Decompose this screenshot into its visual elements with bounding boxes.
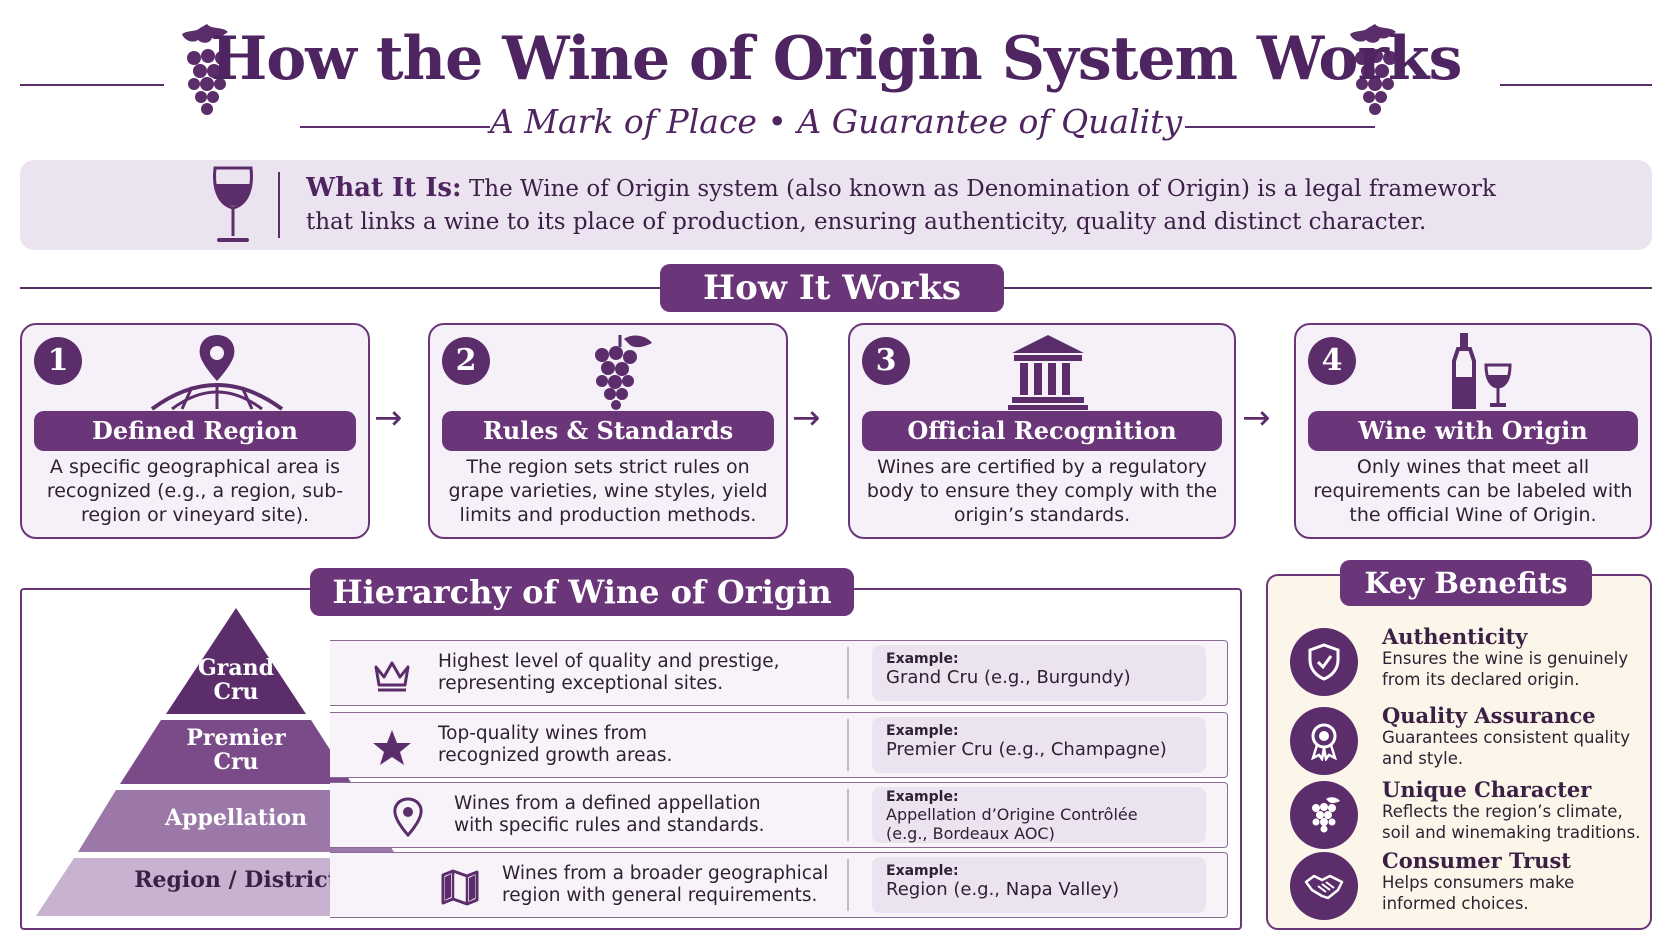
example-box: Example: Premier Cru (e.g., Champagne) (872, 717, 1206, 773)
map-icon (441, 869, 479, 906)
step-wine-with-origin: 4 Wine with Origin Only wines that meet … (1294, 323, 1652, 539)
step-official-recognition: 3 Official Recognition Wines are certifi… (848, 323, 1236, 539)
row-divider (847, 859, 849, 911)
key-benefits-title: Key Benefits (1340, 560, 1592, 606)
location-pin-icon (393, 797, 423, 837)
page-title: How the Wine of Origin System Works (210, 24, 1463, 94)
arrow-icon: → (374, 398, 403, 438)
header: How the Wine of Origin System Works A Ma… (0, 6, 1672, 141)
hierarchy-row-grand-cru: Highest level of quality and prestige,re… (330, 640, 1228, 706)
benefit-authenticity: Authenticity Ensures the wine is genuine… (1290, 624, 1650, 696)
step-title: Defined Region (34, 411, 356, 451)
what-it-is-panel: What It Is: The Wine of Origin system (a… (20, 160, 1652, 250)
title-rule-left (20, 84, 164, 86)
row-divider (847, 719, 849, 771)
grape-icon (595, 335, 652, 410)
how-it-works-rule-right (1000, 287, 1652, 289)
level-appellation-name: Appellation (165, 805, 307, 831)
award-ribbon-icon (1290, 707, 1358, 775)
example-label: Example: (886, 863, 959, 879)
page-subtitle: A Mark of Place • A Guarantee of Quality (489, 102, 1183, 141)
step-rules-standards: 2 Rules & Standards The region sets stri… (428, 323, 788, 539)
step-number: 2 (442, 337, 490, 385)
benefit-title: Consumer Trust (1382, 848, 1571, 873)
what-it-is-label: What It Is: (306, 173, 462, 203)
handshake-icon (1290, 852, 1358, 920)
how-it-works-rule-left (20, 287, 660, 289)
level-description: Highest level of quality and prestige,re… (438, 651, 780, 694)
shield-icon (1290, 628, 1358, 696)
star-icon (373, 730, 411, 765)
example-box: Example: Appellation d’Origine Contrôlée… (872, 787, 1206, 843)
row-divider (847, 789, 849, 841)
step-description: Only wines that meet all requirements ca… (1313, 456, 1633, 526)
subtitle-rule-right (1185, 126, 1375, 128)
benefit-title: Unique Character (1382, 777, 1592, 802)
example-label: Example: (886, 789, 959, 805)
example-label: Example: (886, 723, 959, 739)
title-rule-right (1500, 84, 1652, 86)
hierarchy-title: Hierarchy of Wine of Origin (310, 568, 854, 616)
step-title: Wine with Origin (1308, 411, 1638, 451)
subtitle-rule-left (300, 126, 490, 128)
benefit-title: Authenticity (1382, 624, 1528, 649)
wine-glass-icon (213, 166, 253, 242)
what-it-is-text: What It Is: The Wine of Origin system (a… (306, 172, 1606, 239)
step-number: 1 (34, 337, 82, 385)
example-box: Example: Grand Cru (e.g., Burgundy) (872, 645, 1206, 701)
hierarchy-pyramid (36, 608, 436, 916)
example-value: Grand Cru (e.g., Burgundy) (886, 667, 1131, 688)
grape-logo-left-icon (182, 24, 229, 115)
example-value: Appellation d’Origine Contrôlée(e.g., Bo… (886, 805, 1138, 843)
crown-icon (374, 661, 410, 692)
benefit-description: Reflects the region’s climate,soil and w… (1382, 802, 1641, 842)
step-description: Wines are certified by a regulatory body… (866, 456, 1218, 526)
example-label: Example: (886, 651, 959, 667)
what-it-is-line1: The Wine of Origin system (also known as… (461, 176, 1496, 202)
wine-bottle-glass-icon (1452, 333, 1512, 409)
government-building-icon (1008, 335, 1088, 410)
arrow-icon: → (1242, 398, 1271, 438)
how-it-works-title: How It Works (660, 264, 1004, 312)
example-box: Example: Region (e.g., Napa Valley) (872, 857, 1206, 913)
step-title: Rules & Standards (442, 411, 774, 451)
map-pin-globe-icon (150, 335, 284, 411)
step-title: Official Recognition (862, 411, 1222, 451)
row-divider (847, 647, 849, 699)
step-description: A specific geographical area is recogniz… (46, 456, 344, 526)
arrow-icon: → (792, 398, 821, 438)
benefit-unique-character: Unique Character Reflects the region’s c… (1290, 777, 1650, 849)
what-it-is-divider (278, 172, 280, 238)
benefit-quality-assurance: Quality Assurance Guarantees consistent … (1290, 703, 1650, 775)
step-description: The region sets strict rules on grape va… (448, 456, 768, 526)
example-value: Region (e.g., Napa Valley) (886, 879, 1120, 900)
what-it-is-line2: that links a wine to its place of produc… (306, 209, 1427, 235)
grape-icon (1290, 781, 1358, 849)
level-region-district-name: Region / District (134, 867, 338, 893)
step-defined-region: 1 Defined Region A specific geographical… (20, 323, 370, 539)
example-value: Premier Cru (e.g., Champagne) (886, 739, 1167, 760)
step-number: 3 (862, 337, 910, 385)
grape-logo-right-icon (1350, 24, 1397, 115)
benefit-title: Quality Assurance (1382, 703, 1596, 728)
step-number: 4 (1308, 337, 1356, 385)
